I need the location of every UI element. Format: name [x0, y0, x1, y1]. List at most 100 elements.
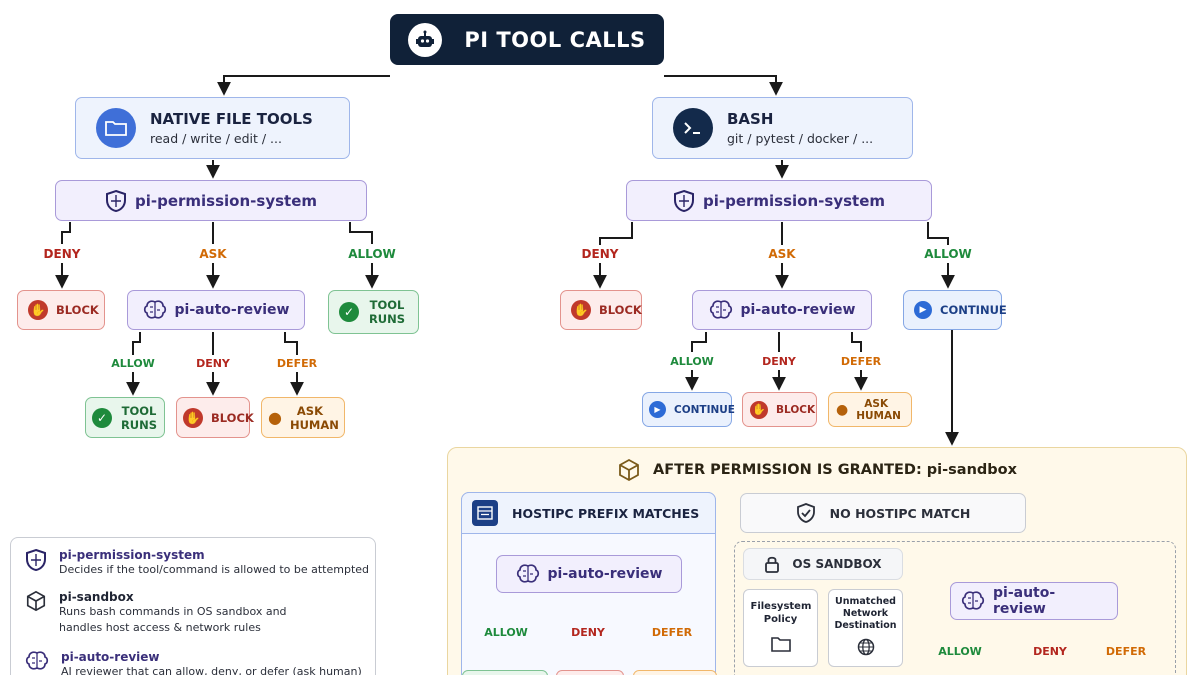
brain-icon — [961, 590, 985, 612]
permission-system-right: pi-permission-system — [626, 180, 932, 221]
shield-check-icon — [796, 502, 816, 524]
defer-label: DEFER — [276, 357, 318, 370]
bash-title: BASH — [727, 110, 774, 128]
no-hostipc-box: NO HOSTIPC MATCH — [740, 493, 1026, 533]
block-box: ✋ BLOCK — [742, 392, 817, 427]
native-file-tools-box: NATIVE FILE TOOLS read / write / edit / … — [75, 97, 350, 159]
title-box: PI TOOL CALLS — [390, 14, 664, 65]
title-text: PI TOOL CALLS — [464, 27, 646, 52]
check-icon: ✓ — [92, 407, 112, 428]
box-icon — [617, 458, 641, 482]
filesystem-policy-label: Filesystem Policy — [750, 601, 812, 625]
allow-outcome-box — [462, 670, 548, 675]
ask-human-label: ASK HUMAN — [289, 403, 339, 432]
block-box: ✋ BLOCK — [176, 397, 254, 438]
permission-label: pi-permission-system — [135, 191, 317, 210]
continue-box: ▶ CONTINUE — [903, 290, 1007, 330]
permission-system-left: pi-permission-system — [55, 180, 367, 221]
robot-icon — [408, 22, 443, 57]
legend-title: pi-sandbox — [59, 590, 134, 604]
no-hostipc-title: NO HOSTIPC MATCH — [829, 505, 971, 521]
hostipc-header: HOSTIPC PREFIX MATCHES — [461, 492, 716, 534]
legend-title: pi-auto-review — [61, 650, 160, 664]
brain-icon — [516, 563, 540, 585]
folder-icon — [96, 108, 136, 148]
play-icon: ▶ — [649, 401, 666, 418]
os-sandbox-header: OS SANDBOX — [743, 548, 903, 580]
allow-label: ALLOW — [484, 626, 528, 639]
play-icon: ▶ — [914, 301, 932, 319]
auto-review-label: pi-auto-review — [993, 585, 1056, 617]
tool-runs-label: TOOL RUNS — [120, 403, 158, 432]
allow-label: ALLOW — [924, 247, 972, 261]
unmatched-network-label: Unmatched Network Destination — [834, 596, 897, 631]
brain-icon — [709, 299, 733, 321]
deny-label: DENY — [1033, 645, 1067, 658]
auto-review-right: pi-auto-review — [692, 290, 872, 330]
globe-icon — [857, 638, 875, 660]
block-label: BLOCK — [599, 303, 642, 317]
os-sandbox-region — [734, 541, 1176, 675]
lock-icon — [764, 555, 780, 573]
stop-hand-icon: ✋ — [571, 300, 591, 320]
allow-label: ALLOW — [348, 247, 396, 261]
allow-label: ALLOW — [111, 357, 155, 370]
permission-label: pi-permission-system — [703, 191, 885, 210]
tool-runs-label: TOOL RUNS — [368, 298, 406, 326]
auto-review-label: pi-auto-review — [174, 302, 290, 318]
deny-label: DENY — [762, 355, 796, 368]
shield-icon — [673, 189, 695, 213]
native-subtitle: read / write / edit / ... — [150, 131, 282, 146]
allow-label: ALLOW — [670, 355, 714, 368]
deny-outcome-box — [556, 670, 624, 675]
bash-subtitle: git / pytest / docker / ... — [727, 131, 874, 146]
deny-label: DENY — [581, 247, 619, 261]
ask-human-box: ● ASK HUMAN — [828, 392, 912, 427]
auto-review-left: pi-auto-review — [127, 290, 305, 330]
continue-box: ▶ CONTINUE — [642, 392, 735, 427]
person-icon: ● — [268, 408, 282, 427]
check-icon: ✓ — [339, 302, 359, 322]
filesystem-policy-box: Filesystem Policy — [743, 589, 818, 667]
native-title: NATIVE FILE TOOLS — [150, 110, 313, 128]
deny-label: DENY — [196, 357, 230, 370]
shield-icon — [25, 548, 47, 578]
block-box: ✋ BLOCK — [560, 290, 642, 330]
deny-label: DENY — [43, 247, 81, 261]
person-icon: ● — [836, 401, 849, 418]
unmatched-network-box: Unmatched Network Destination — [828, 589, 903, 667]
auto-review-network: pi-auto-review — [950, 582, 1118, 620]
legend-title: pi-permission-system — [59, 548, 205, 562]
brain-icon — [25, 650, 49, 675]
stop-hand-icon: ✋ — [750, 400, 768, 419]
ask-human-box: ● ASK HUMAN — [261, 397, 345, 438]
legend-item-permission: pi-permission-system Decides if the tool… — [25, 548, 369, 578]
tool-runs-box: ✓ TOOL RUNS — [328, 290, 419, 334]
legend-desc: AI reviewer that can allow, deny, or def… — [61, 665, 362, 675]
legend-desc: Decides if the tool/command is allowed t… — [59, 563, 370, 576]
defer-label: DEFER — [840, 355, 882, 368]
folder-icon — [770, 636, 791, 656]
defer-label: DEFER — [1105, 645, 1147, 658]
allow-label: ALLOW — [938, 645, 982, 658]
os-sandbox-title: OS SANDBOX — [792, 557, 882, 571]
auto-review-hostipc: pi-auto-review — [496, 555, 682, 593]
auto-review-label: pi-auto-review — [547, 566, 663, 582]
brain-icon — [143, 299, 167, 321]
box-icon — [25, 590, 47, 636]
ask-label: ASK — [199, 247, 227, 261]
block-label: BLOCK — [211, 410, 254, 425]
defer-label: DEFER — [651, 626, 693, 639]
block-label: BLOCK — [776, 403, 816, 416]
server-icon — [472, 500, 498, 526]
continue-label: CONTINUE — [674, 403, 735, 416]
stop-hand-icon: ✋ — [28, 300, 48, 320]
defer-outcome-box — [633, 670, 717, 675]
legend-desc: Runs bash commands in OS sandbox and han… — [59, 605, 287, 634]
block-box: ✋ BLOCK — [17, 290, 105, 330]
tool-runs-box: ✓ TOOL RUNS — [85, 397, 165, 438]
terminal-icon — [673, 108, 713, 148]
ask-human-label: ASK HUMAN — [856, 397, 901, 422]
legend-item-review: pi-auto-review AI reviewer that can allo… — [25, 650, 362, 675]
block-label: BLOCK — [56, 303, 99, 317]
